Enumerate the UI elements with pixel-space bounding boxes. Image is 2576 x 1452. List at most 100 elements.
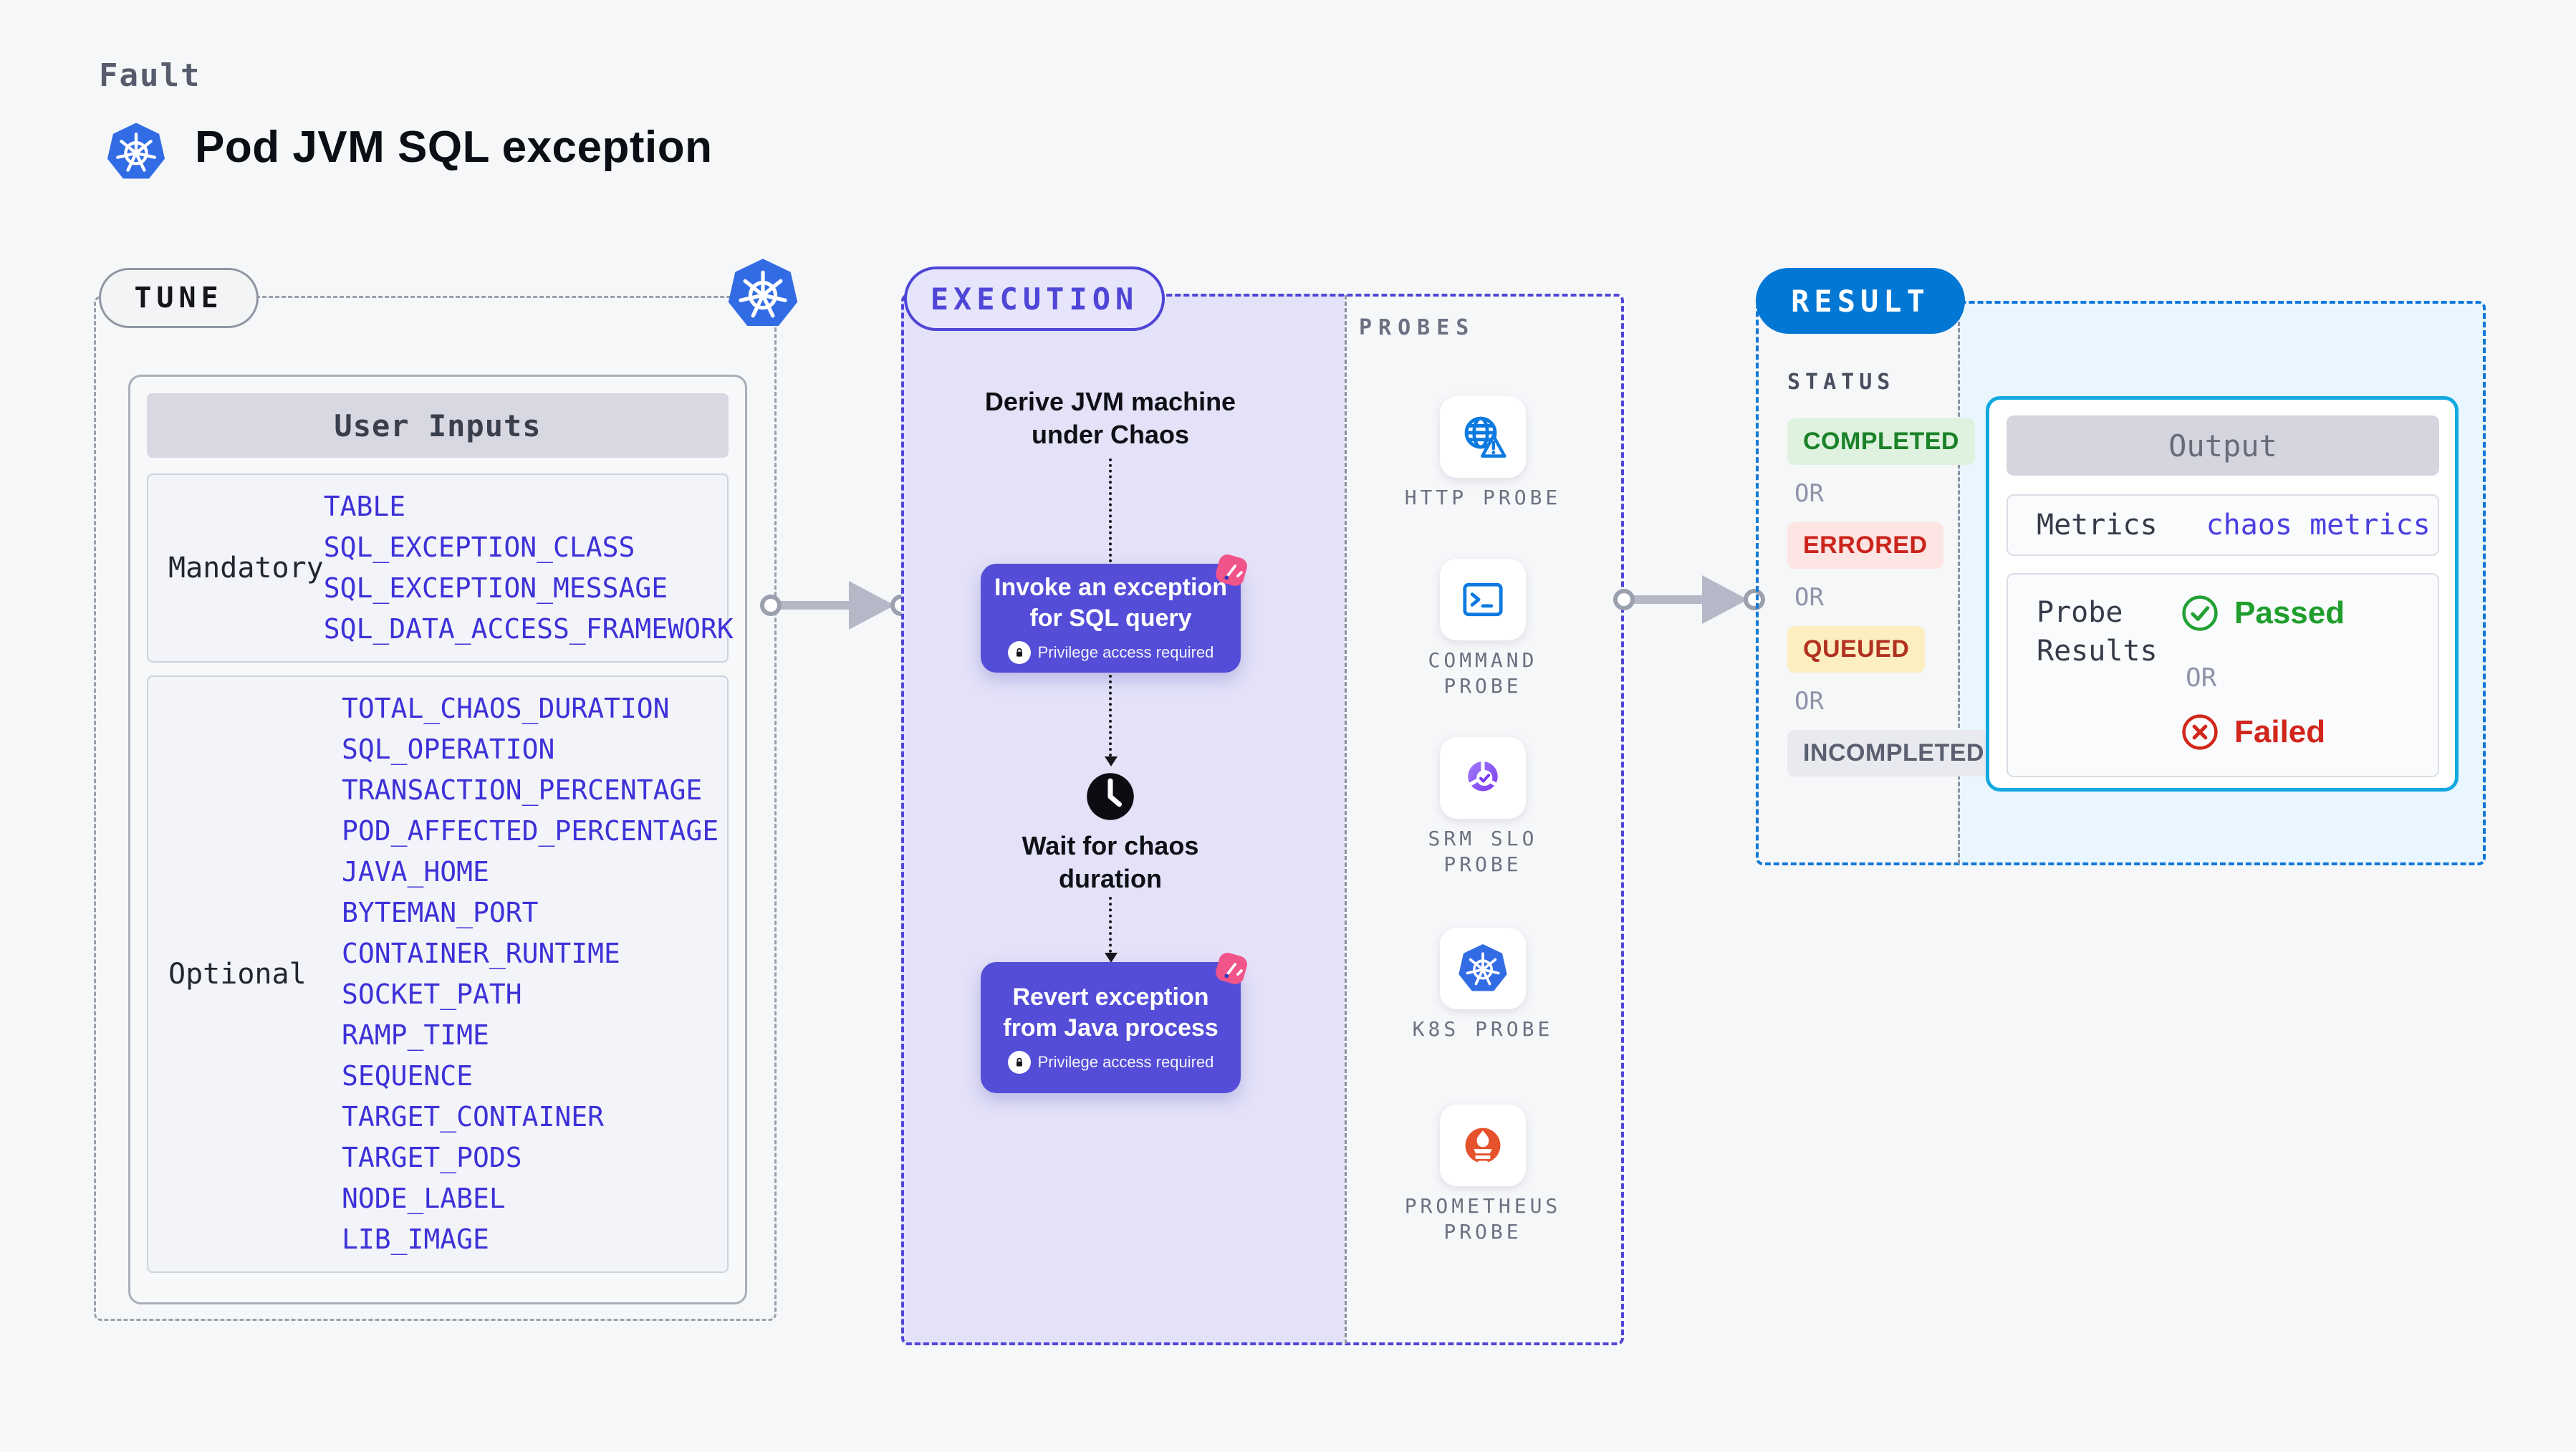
param-lib_image: LIB_IMAGE [342,1223,489,1255]
http-probe-icon [1456,410,1509,463]
status-badge-incompleted: INCOMPLETED [1787,730,2000,777]
or-label: OR [1794,687,1824,716]
tune-section [94,296,777,1321]
result-section [1756,301,2486,865]
prometheus-probe-icon [1456,1119,1509,1172]
output-card: Output Metrics chaos metrics Probe Resul… [1986,396,2459,792]
command-probe-icon [1456,573,1509,626]
execution-flow: Derive JVM machine under Chaos Invoke an… [901,294,1345,1345]
invoke-step-label: Invoke an exception [994,574,1227,601]
execution-background [901,294,1345,1345]
check-circle-icon [2180,593,2220,633]
x-circle-icon [2180,712,2220,752]
execution-badge: EXECUTION [904,266,1165,331]
group-label: Mandatory [168,552,324,585]
param-total_chaos_duration: TOTAL_CHAOS_DURATION [342,693,670,724]
status-badge-errored: ERRORED [1787,522,1943,569]
invoke-exception-step: Invoke an exception for SQL query Privil… [981,564,1241,673]
tune-badge: TUNE [99,268,259,328]
status-badge-queued: QUEUED [1787,626,1926,673]
derive-step-label: under Chaos [1031,420,1190,449]
tune-to-execution-arrow [760,581,912,630]
flow-connector [1105,897,1118,963]
privilege-note: Privilege access required [1007,1050,1214,1074]
result-badge: RESULT [1756,268,1965,334]
status-badges: COMPLETED OR ERRORED OR QUEUED OR INCOMPLETED [1787,418,2000,777]
http-probe-icon-card [1440,396,1526,478]
param-pod_affected_percentage: POD_AFFECTED_PERCENTAGE [342,815,719,847]
execution-probes-divider [1345,295,1347,1344]
result-divider [1958,302,1960,864]
srm-slo-probe-icon-card [1440,737,1526,819]
invoke-step-label: for SQL query [1029,605,1192,632]
failed-result: Failed [2180,712,2325,752]
user-inputs-table: User Inputs Mandatory TABLE SQL_EXCEPTION_… [128,375,747,1304]
privilege-note: Privilege access required [1007,641,1214,664]
probes-title: PROBES [1359,315,1476,340]
execution-to-result-arrow [1613,575,1765,624]
k8s-probe-icon-label: K8S PROBE [1412,1017,1554,1041]
param-socket_path: SOCKET_PATH [342,979,522,1010]
status-title: STATUS [1787,370,1895,395]
probe-results-label: Probe Results [2037,593,2158,670]
wait-step: Wait for chaos duration [1022,830,1199,895]
lock-icon [1007,1050,1031,1074]
param-java_home: JAVA_HOME [342,856,489,888]
http-probe-icon-label: HTTP PROBE [1404,486,1562,509]
metrics-row: Metrics chaos metrics [2007,494,2439,556]
revert-exception-step: Revert exception from Java process Privi… [981,962,1241,1093]
flow-connector [1105,675,1118,766]
litmus-chaos-icon [1205,544,1258,597]
user-inputs-groups: Mandatory TABLE SQL_EXCEPTION_CLASS SQL_EXC… [147,473,734,1286]
group-label: Optional [168,958,307,991]
probe-results-label-line: Probe [2037,596,2123,629]
probe-results-row: Probe Results Passed OR Failed [2007,573,2439,777]
command-probe-icon-card [1440,559,1526,640]
status-badge-completed: COMPLETED [1787,418,1975,465]
param-target_container: TARGET_CONTAINER [342,1101,605,1133]
flow-connector [1109,458,1112,562]
or-label: OR [2186,663,2217,693]
litmus-chaos-icon [1205,942,1258,995]
prometheus-probe-icon-card [1440,1105,1526,1186]
passed-label: Passed [2234,595,2345,630]
k8s-probe-icon [1456,942,1509,995]
kubernetes-icon [725,256,801,332]
derive-step-label: Derive JVM machine [984,387,1236,416]
passed-result: Passed [2180,593,2345,633]
param-target_pods: TARGET_PODS [342,1142,522,1173]
param-sequence: SEQUENCE [342,1060,474,1092]
clock-icon [1082,769,1138,824]
param-sql_exception_class: SQL_EXCEPTION_CLASS [323,532,635,563]
revert-step-label: Revert exception [1012,983,1209,1011]
wait-step-label: Wait for chaos [1022,831,1199,860]
privilege-note-label: Privilege access required [1037,1052,1214,1071]
output-header: Output [2007,415,2439,476]
param-node_label: NODE_LABEL [342,1183,506,1214]
privilege-note-label: Privilege access required [1037,643,1214,661]
user-inputs-header: User Inputs [147,393,729,458]
k8s-probe-icon-card [1440,928,1526,1009]
failed-label: Failed [2234,714,2326,749]
status-column: STATUS COMPLETED OR ERRORED OR QUEUED OR INCOM… [1756,301,2000,865]
param-transaction_percentage: TRANSACTION_PERCENTAGE [342,774,703,806]
or-label: OR [1794,583,1824,612]
revert-step-label: from Java process [1003,1014,1219,1042]
param-table: TABLE [323,491,406,522]
metrics-label: Metrics [2037,509,2158,542]
execution-section [901,294,1624,1345]
param-byteman_port: BYTEMAN_PORT [342,897,539,928]
chaos-metrics-link[interactable]: chaos metrics [2206,509,2431,542]
param-sql_exception_message: SQL_EXCEPTION_MESSAGE [323,572,668,604]
user-inputs-group-mandatory: Mandatory TABLE SQL_EXCEPTION_CLASS SQL_EXC… [147,473,734,663]
or-label: OR [1794,479,1824,508]
lock-icon [1007,641,1031,664]
probe-results-label-line: Results [2037,635,2158,668]
param-sql_data_access_framework: SQL_DATA_ACCESS_FRAMEWORK [323,613,734,645]
srm-slo-probe-icon [1456,751,1509,804]
